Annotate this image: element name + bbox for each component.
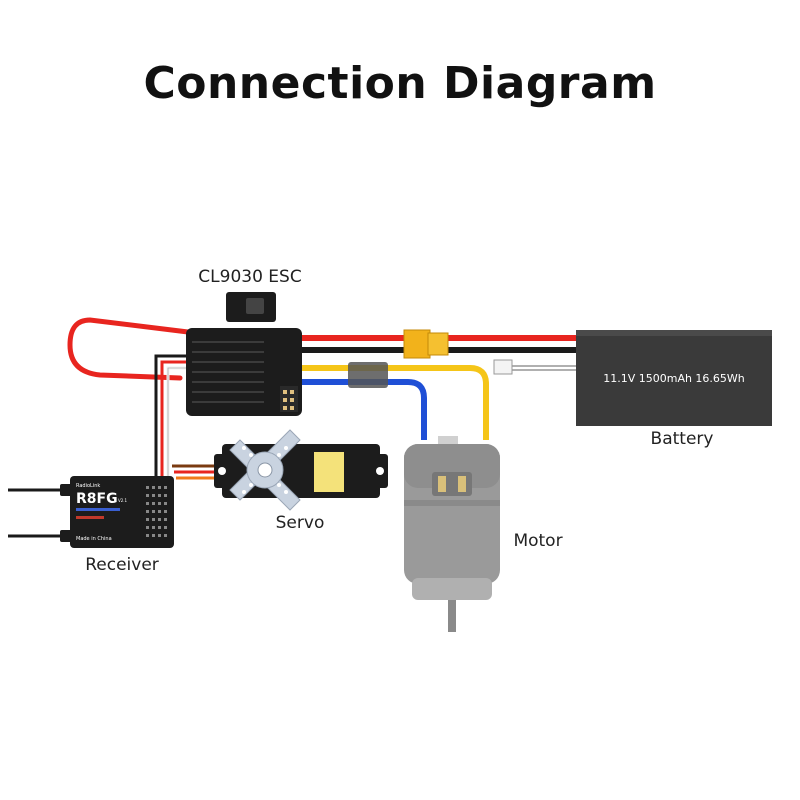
motor: Motor: [404, 436, 563, 632]
page-title: Connection Diagram: [143, 58, 657, 109]
xt60-connector: [403, 329, 449, 359]
servo-label: Servo: [276, 513, 325, 533]
esc-unit: CL9030 ESC: [186, 267, 302, 416]
battery: 11.1V 1500mAh 16.65Wh Battery: [576, 330, 772, 449]
esc-signal-wires: [154, 354, 188, 488]
wire-sleeve: [348, 362, 388, 388]
receiver-made: Made in China: [76, 536, 112, 542]
motor-label: Motor: [513, 531, 562, 551]
balance-lead-wires: [510, 365, 580, 371]
esc-label: CL9030 ESC: [198, 267, 301, 287]
battery-label: Battery: [651, 429, 714, 449]
servo: Servo: [214, 429, 388, 533]
battery-body: [576, 330, 772, 426]
receiver-brand: RadioLink: [76, 483, 100, 489]
receiver-model: R8FG: [76, 491, 118, 507]
receiver-label: Receiver: [85, 555, 159, 575]
battery-spec: 11.1V 1500mAh 16.65Wh: [603, 372, 745, 385]
receiver-power-red-wire: [67, 317, 191, 381]
receiver: RadioLink R8FG V2.1 Made in China Receiv…: [60, 476, 174, 575]
balance-connector: [493, 359, 513, 375]
servo-label-plate: [314, 452, 344, 492]
esc-heatsink-fins: [192, 341, 264, 403]
receiver-version: V2.1: [118, 498, 128, 503]
motor-shaft: [448, 600, 456, 632]
esc-led-header: [280, 386, 298, 412]
receiver-pin-header: [146, 486, 167, 537]
